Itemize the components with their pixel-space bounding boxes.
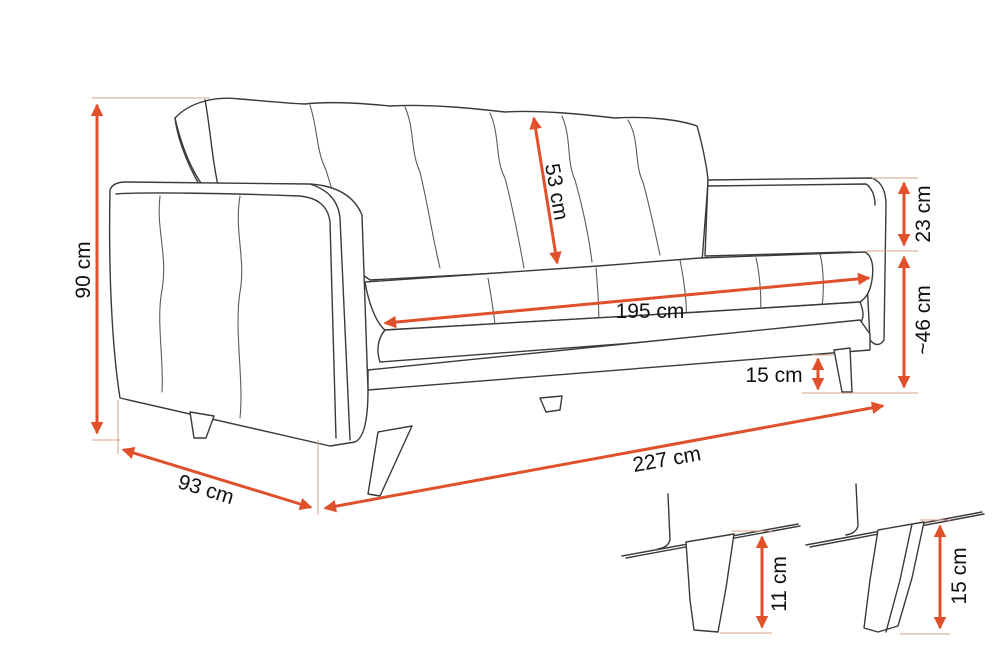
leg-back-right (833, 347, 853, 393)
label-seat-width: 195 cm (616, 300, 685, 323)
label-straight-leg: 11 cm (768, 556, 791, 612)
label-overall-length: 227 cm (631, 442, 703, 477)
leg-detail-angled: 15 cm (805, 483, 985, 635)
sofa-drawing (108, 97, 887, 497)
label-seat-height: ~46 cm (912, 285, 935, 354)
leg-detail-straight: 11 cm (621, 493, 801, 634)
dim-seat-width-line (383, 272, 871, 329)
arm-seams (158, 195, 243, 419)
leg-front-left (189, 411, 215, 439)
dimension-lines (90, 103, 911, 513)
label-armrest-above-seat: 23 cm (912, 185, 935, 242)
dim-depth-line (121, 446, 313, 511)
label-overall-height: 90 cm (72, 241, 95, 298)
dim-overall-length-line (323, 401, 885, 513)
leg-front-right (367, 425, 413, 497)
back-left-panel (174, 99, 219, 187)
leg-back-middle (539, 395, 563, 413)
extension-lines (92, 97, 918, 515)
dim-backrest-height-line (529, 116, 562, 265)
label-leg-clearance: 15 cm (745, 364, 802, 387)
label-angled-leg: 15 cm (948, 547, 971, 604)
